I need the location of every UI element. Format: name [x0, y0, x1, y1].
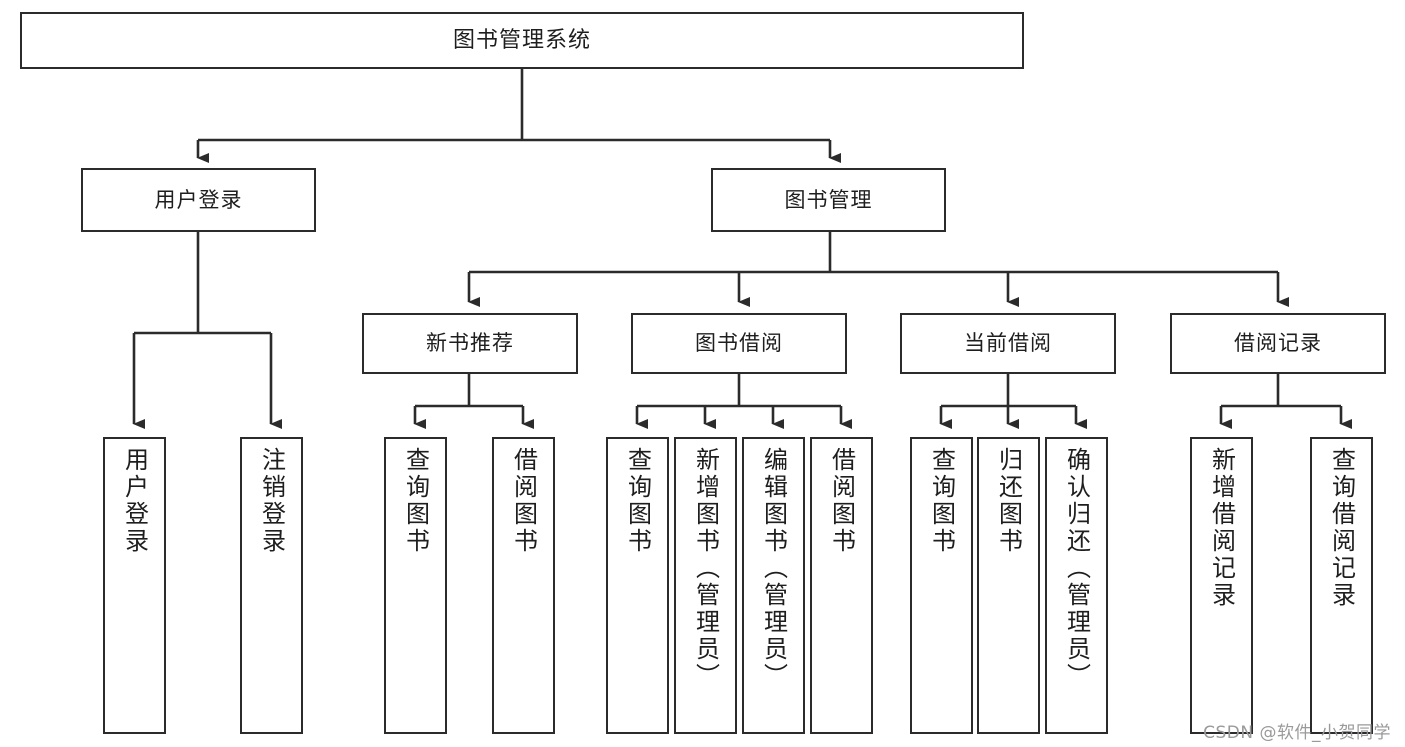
node-label: 新书推荐 [426, 331, 514, 356]
node-label: 图书管理 [784, 187, 873, 212]
node-label: 图书管理系统 [452, 27, 591, 53]
node-label: 新增借阅记录 [1207, 447, 1236, 609]
leaf-add-book-admin[interactable]: 新增图书（管理员） [674, 437, 737, 734]
node-book-borrow[interactable]: 图书借阅 [631, 313, 847, 374]
node-label: 注销登录 [257, 447, 286, 555]
leaf-confirm-return-admin[interactable]: 确认归还（管理员） [1045, 437, 1108, 734]
node-borrow-record[interactable]: 借阅记录 [1170, 313, 1386, 374]
leaf-query-borrow-record[interactable]: 查询借阅记录 [1310, 437, 1373, 734]
node-label: 当前借阅 [964, 331, 1052, 356]
leaf-user-login[interactable]: 用户登录 [103, 437, 166, 734]
node-label: 用户登录 [154, 187, 243, 212]
leaf-query-book-recommend[interactable]: 查询图书 [384, 437, 447, 734]
node-label: 借阅图书 [509, 447, 538, 555]
leaf-borrow-book[interactable]: 借阅图书 [810, 437, 873, 734]
leaf-query-book-borrow[interactable]: 查询图书 [606, 437, 669, 734]
node-label: 查询图书 [927, 447, 956, 555]
node-label: 查询借阅记录 [1327, 447, 1356, 609]
node-label: 确认归还（管理员） [1062, 447, 1091, 690]
leaf-borrow-book-recommend[interactable]: 借阅图书 [492, 437, 555, 734]
node-user-login[interactable]: 用户登录 [81, 168, 316, 232]
node-label: 图书借阅 [695, 331, 783, 356]
leaf-edit-book-admin[interactable]: 编辑图书（管理员） [742, 437, 805, 734]
node-label: 借阅图书 [827, 447, 856, 555]
node-root-system[interactable]: 图书管理系统 [20, 12, 1024, 69]
node-current-borrow[interactable]: 当前借阅 [900, 313, 1116, 374]
leaf-logout-login[interactable]: 注销登录 [240, 437, 303, 734]
node-label: 查询图书 [401, 447, 430, 555]
node-label: 用户登录 [120, 447, 149, 555]
node-book-management[interactable]: 图书管理 [711, 168, 946, 232]
leaf-add-borrow-record[interactable]: 新增借阅记录 [1190, 437, 1253, 734]
node-new-book-recommend[interactable]: 新书推荐 [362, 313, 578, 374]
node-label: 查询图书 [623, 447, 652, 555]
node-label: 新增图书（管理员） [691, 447, 720, 690]
node-label: 编辑图书（管理员） [759, 447, 788, 690]
leaf-return-book[interactable]: 归还图书 [977, 437, 1040, 734]
watermark-text: CSDN @软件_小贺同学 [1203, 723, 1391, 743]
node-label: 借阅记录 [1234, 331, 1322, 356]
node-label: 归还图书 [994, 447, 1023, 555]
leaf-query-book-current[interactable]: 查询图书 [910, 437, 973, 734]
